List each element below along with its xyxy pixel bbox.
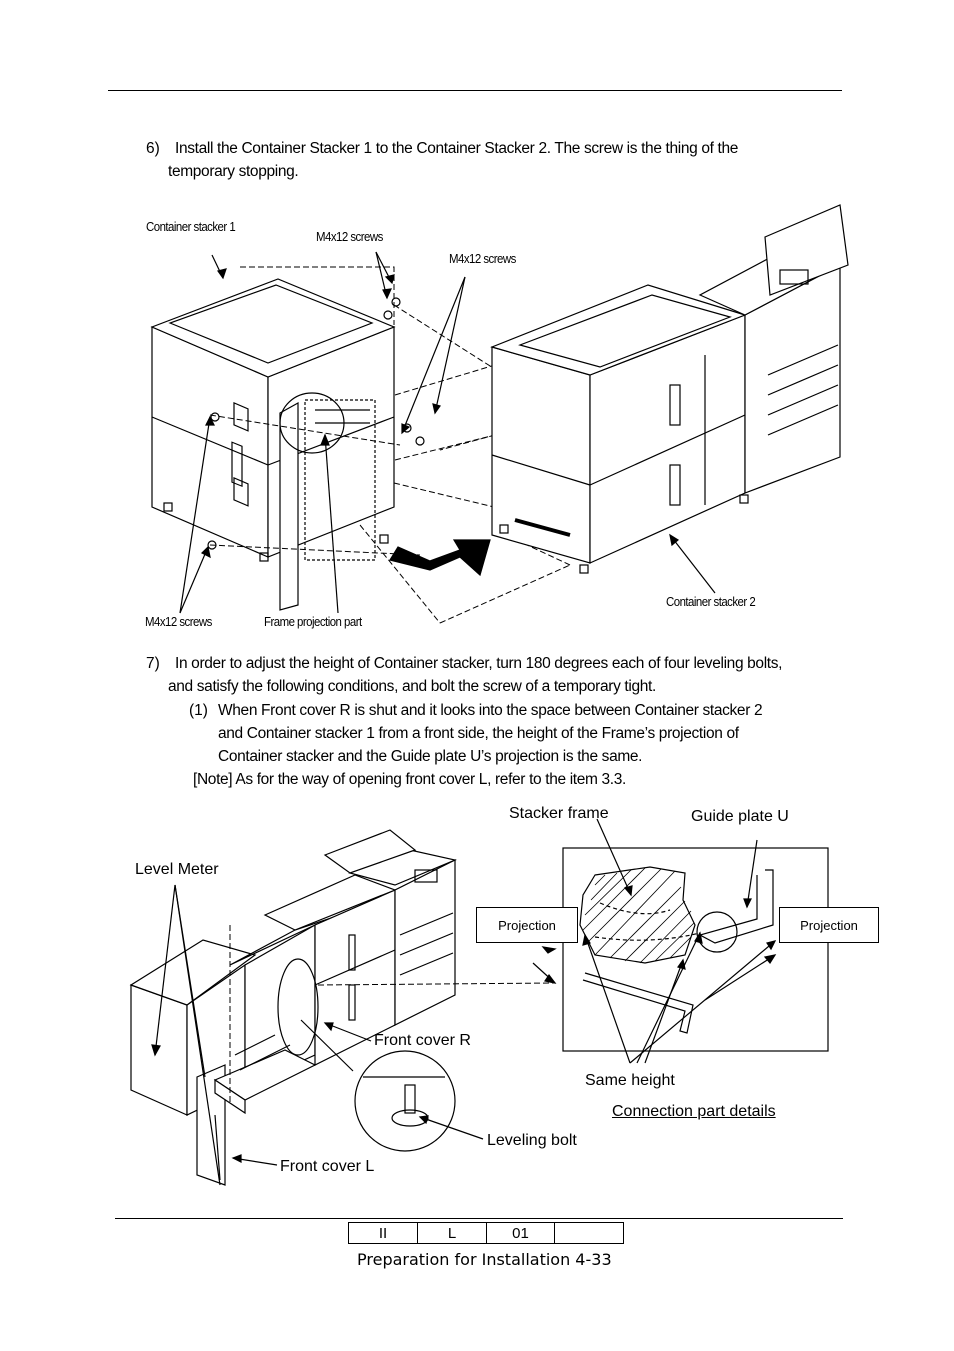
footer-caption: Preparation for Installation 4-33 [357, 1250, 612, 1269]
step-6-text-line2: temporary stopping. [168, 163, 299, 180]
revision-table: II L 01 [348, 1222, 624, 1244]
substep-1-text-line3: Container stacker and the Guide plate U’… [218, 748, 643, 765]
substep-1-number: (1) [189, 702, 208, 719]
label-front-cover-r: Front cover R [374, 1032, 471, 1049]
label-container-stacker-1: Container stacker 1 [146, 219, 236, 234]
label-m4x12-screws-bottom: M4x12 screws [145, 614, 212, 629]
label-stacker-frame: Stacker frame [509, 805, 609, 822]
figure-stacker-installation [140, 195, 860, 635]
label-guide-plate-u: Guide plate U [691, 808, 789, 825]
label-m4x12-screws-top-a: M4x12 screws [316, 229, 383, 244]
step-7-number: 7) [146, 655, 160, 672]
label-projection-right: Projection [779, 907, 879, 943]
label-same-height: Same height [585, 1072, 675, 1089]
step-6-text-line1: Install the Container Stacker 1 to the C… [175, 140, 739, 157]
header-rule [108, 90, 842, 91]
label-connection-part-details: Connection part details [612, 1103, 776, 1120]
label-level-meter: Level Meter [135, 861, 219, 878]
step-7-text-line1: In order to adjust the height of Contain… [175, 655, 783, 672]
height-adjustment-drawing [129, 818, 829, 1186]
label-container-stacker-2: Container stacker 2 [666, 594, 756, 609]
revision-cell-3: 01 [486, 1222, 555, 1244]
footer-rule [115, 1218, 843, 1219]
step-6-number: 6) [146, 140, 160, 157]
label-leveling-bolt: Leveling bolt [487, 1132, 577, 1149]
label-projection-left: Projection [476, 907, 578, 943]
substep-1-text-line2: and Container stacker 1 from a front sid… [218, 725, 739, 742]
revision-cell-1: II [348, 1222, 418, 1244]
revision-cell-2: L [417, 1222, 487, 1244]
stacker-installation-drawing [150, 204, 849, 624]
note-text: [Note] As for the way of opening front c… [193, 771, 626, 788]
label-frame-projection-part: Frame projection part [264, 614, 362, 629]
label-front-cover-l: Front cover L [280, 1158, 375, 1175]
label-m4x12-screws-top-b: M4x12 screws [449, 251, 516, 266]
step-7-text-line2: and satisfy the following conditions, an… [168, 678, 656, 695]
substep-1-text-line1: When Front cover R is shut and it looks … [218, 702, 763, 719]
revision-cell-4 [554, 1222, 624, 1244]
figure-height-adjustment [125, 815, 885, 1195]
